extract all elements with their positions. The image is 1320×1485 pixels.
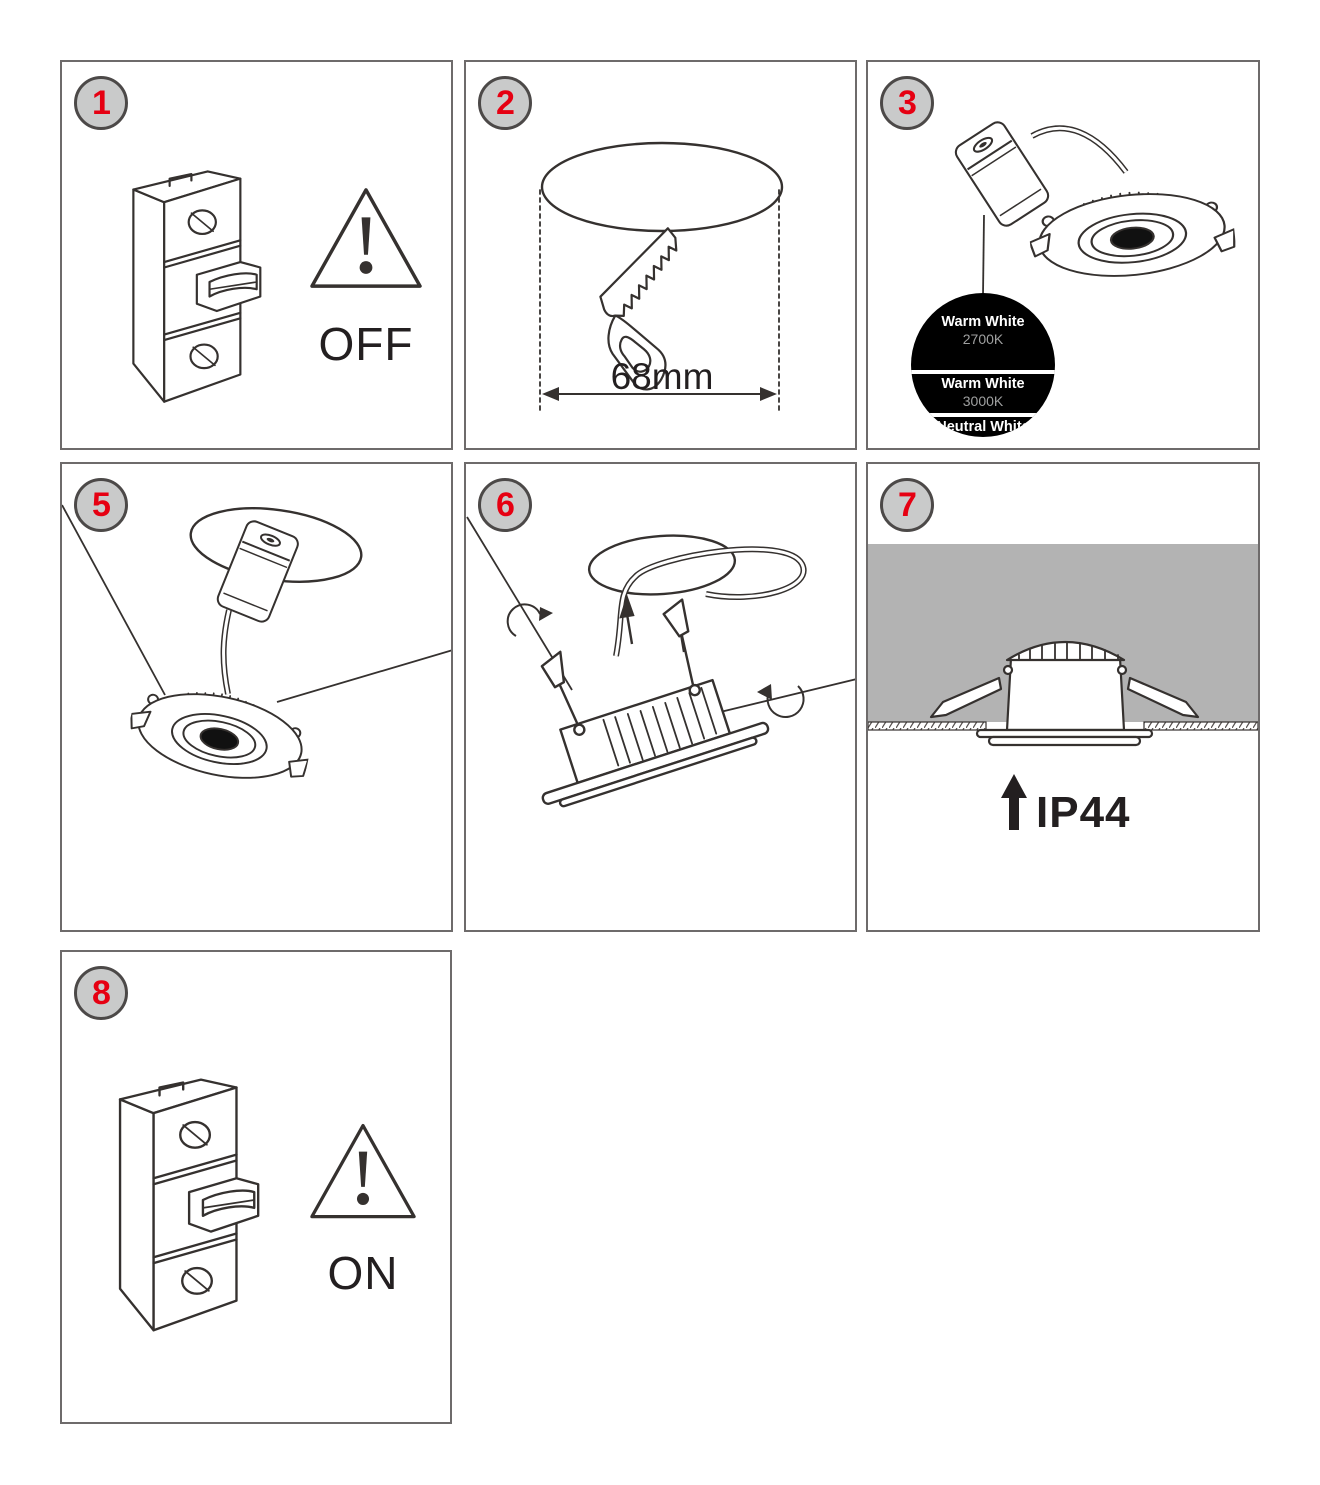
circuit-breaker-icon bbox=[118, 1078, 260, 1332]
up-arrow-icon bbox=[1001, 774, 1027, 830]
step-number: 6 bbox=[496, 485, 515, 524]
ceiling-hole-ellipse bbox=[587, 534, 737, 596]
dimension-arrowhead-right bbox=[760, 387, 777, 401]
panel-step-6: 6 bbox=[464, 462, 857, 932]
hole-saw-icon bbox=[599, 227, 678, 391]
cct-name: Warm White bbox=[941, 376, 1025, 392]
step-number: 7 bbox=[898, 485, 917, 524]
cct-option: Warm White 3000K bbox=[911, 374, 1055, 413]
cutout-hole-illustration bbox=[539, 141, 784, 411]
step-number-badge: 3 bbox=[880, 76, 934, 130]
panel-step-7: 7 bbox=[866, 462, 1260, 932]
panel-step-1: 1 OFF bbox=[60, 60, 453, 450]
step-number-badge: 5 bbox=[74, 478, 128, 532]
power-off-label: OFF bbox=[318, 318, 414, 370]
panel-step-2: 2 68mm bbox=[464, 60, 857, 450]
cable bbox=[1031, 126, 1128, 173]
circuit-breaker-icon bbox=[132, 170, 262, 403]
panel-step-5: 5 bbox=[60, 462, 453, 932]
callout-divider bbox=[911, 413, 1055, 417]
step-number: 5 bbox=[92, 485, 111, 524]
downlight-side-icon bbox=[540, 598, 770, 808]
rotate-arrowhead-left bbox=[539, 607, 553, 621]
panel-step-8: 8 ON bbox=[60, 950, 452, 1424]
cct-kelvin: 4000K bbox=[911, 436, 1055, 437]
step-number: 1 bbox=[92, 83, 111, 122]
cct-kelvin: 3000K bbox=[962, 392, 1004, 409]
cct-option: Warm White 2700K bbox=[911, 293, 1055, 370]
magnify-leader-right bbox=[711, 678, 855, 715]
cable-outline bbox=[1030, 125, 1129, 174]
dimension-arrowhead-left bbox=[542, 387, 559, 401]
step-number-badge: 7 bbox=[880, 478, 934, 532]
breaker-on-illustration bbox=[118, 1078, 416, 1332]
step-number-badge: 2 bbox=[478, 76, 532, 130]
power-on-label: ON bbox=[327, 1247, 399, 1299]
rotate-arrow-left bbox=[506, 603, 541, 637]
driver-into-hole-illustration bbox=[62, 504, 451, 795]
step-number: 3 bbox=[898, 83, 917, 122]
magnify-leader-left bbox=[62, 504, 166, 696]
cct-kelvin: 2700K bbox=[962, 330, 1004, 347]
ceiling-board-right bbox=[1143, 721, 1258, 731]
downlight-cross-section-icon bbox=[929, 640, 1200, 747]
magnify-leader-right bbox=[276, 649, 451, 703]
cct-option: Neutral White 4000K bbox=[911, 417, 1055, 437]
downlight-icon bbox=[1025, 181, 1239, 287]
step-number-badge: 6 bbox=[478, 478, 532, 532]
rotate-arrow-right bbox=[766, 685, 805, 718]
cct-name: Warm White bbox=[941, 314, 1025, 330]
cable bbox=[222, 609, 231, 695]
panel-step-3: 3 Warm White 2700K Warm White 3000K bbox=[866, 60, 1260, 450]
step-number-badge: 1 bbox=[74, 76, 128, 130]
driver-box-icon bbox=[214, 517, 302, 626]
callout-leader-line bbox=[982, 214, 985, 297]
ip-rating-label: IP44 bbox=[1036, 788, 1131, 837]
warning-triangle-icon bbox=[310, 1123, 416, 1219]
step-number-badge: 8 bbox=[74, 966, 128, 1020]
ceiling-board-left bbox=[868, 721, 987, 731]
step-number: 2 bbox=[496, 83, 515, 122]
cutout-dimension-label: 68mm bbox=[610, 356, 714, 397]
warning-triangle-icon bbox=[310, 188, 422, 288]
cct-name: Neutral White bbox=[936, 419, 1030, 435]
step-number: 8 bbox=[92, 973, 111, 1012]
downlight-icon bbox=[121, 675, 319, 795]
cable bbox=[614, 547, 806, 657]
cable-outline bbox=[613, 546, 807, 657]
installed-cross-section-illustration bbox=[868, 544, 1258, 830]
callout-divider bbox=[911, 370, 1055, 374]
spring-arm-left bbox=[929, 676, 1003, 719]
spring-arm-right bbox=[1126, 676, 1200, 719]
cct-callout: Warm White 2700K Warm White 3000K Neutra… bbox=[911, 293, 1055, 437]
rotate-arrowhead-right bbox=[757, 684, 772, 700]
downlight-and-driver-illustration bbox=[951, 118, 1239, 297]
ceiling-hole-ellipse bbox=[540, 141, 784, 233]
spring-clip-insertion-illustration bbox=[466, 516, 855, 808]
